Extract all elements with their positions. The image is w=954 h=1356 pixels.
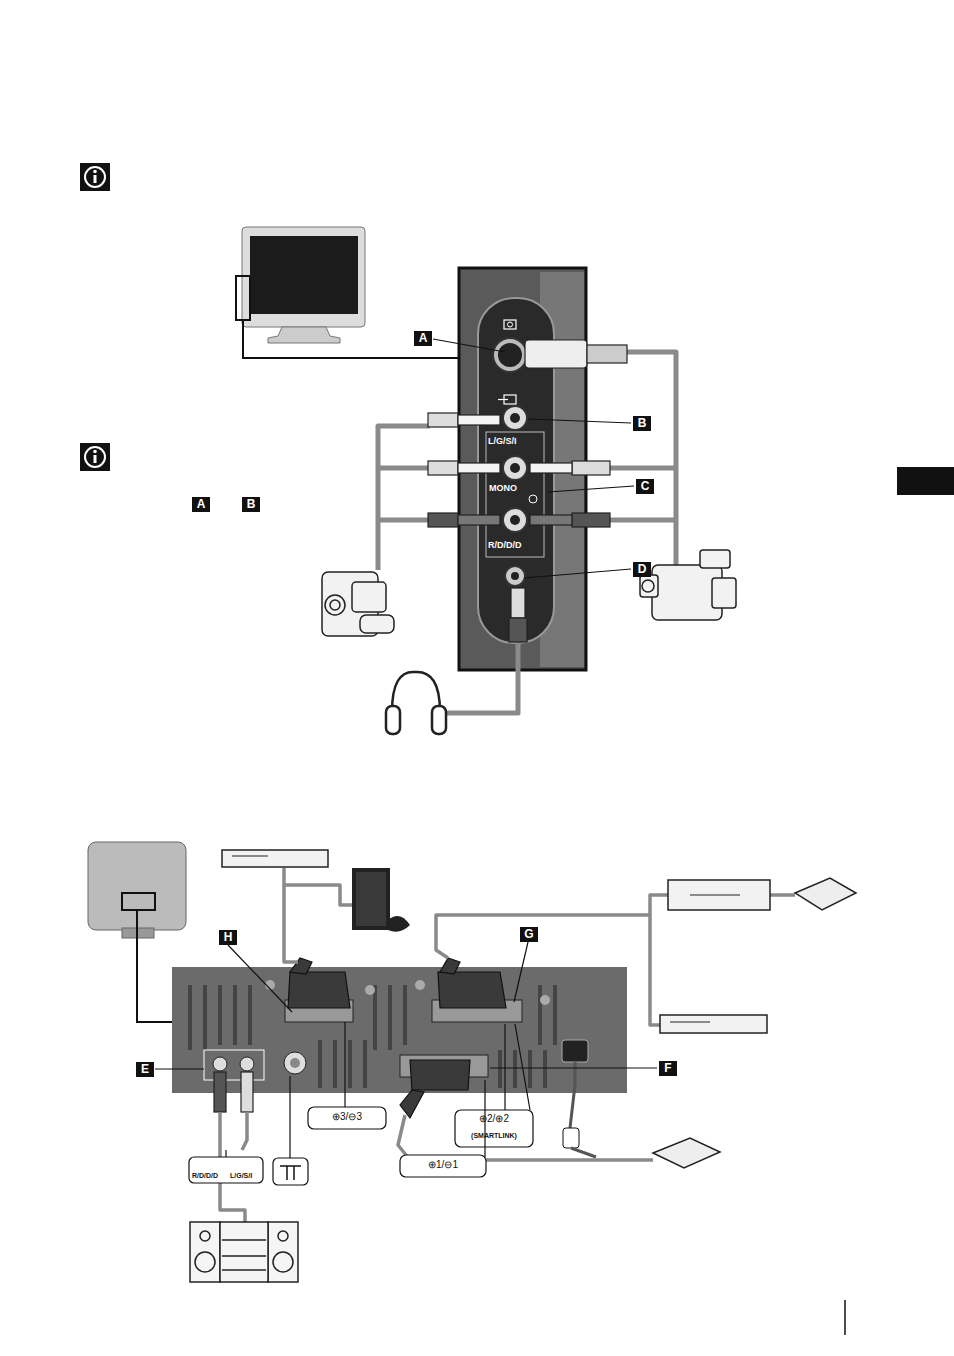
callout-letter: C xyxy=(636,479,654,494)
jack-label: L/G/S/I xyxy=(488,437,517,446)
dvd-player xyxy=(222,850,328,867)
callout-letter: G xyxy=(520,927,538,942)
section-tab xyxy=(897,467,954,495)
callout-letter: B xyxy=(633,416,651,431)
callout-letter: F xyxy=(659,1061,677,1076)
dvd-player xyxy=(660,1015,767,1033)
camcorder xyxy=(640,550,736,620)
vcr xyxy=(668,880,770,910)
audio-out-label: L/G/S/I xyxy=(230,1172,252,1179)
camcorder xyxy=(322,572,394,636)
rear-panel xyxy=(172,967,627,1093)
jack-label: R/D/D/D xyxy=(488,541,522,550)
callout-letter: E xyxy=(136,1062,154,1077)
headphones xyxy=(386,672,446,734)
info-icon xyxy=(80,163,110,191)
callout-letter: D xyxy=(633,562,651,577)
audio-out-label: R/D/D/D xyxy=(192,1172,218,1179)
decoder xyxy=(653,878,856,1168)
game-console xyxy=(352,868,410,932)
connector-tag: ⊕2/⊕2 xyxy=(479,1114,509,1124)
callout-letter: H xyxy=(219,930,237,945)
monitor xyxy=(236,227,365,343)
jack-label: MONO xyxy=(489,484,517,493)
callout-letter: A xyxy=(414,331,432,346)
callout-letter: A xyxy=(192,497,210,512)
connector-tag: ⊕1/⊖1 xyxy=(428,1160,458,1170)
callout-letter: B xyxy=(242,497,260,512)
hifi xyxy=(190,1222,298,1282)
info-icon xyxy=(80,443,110,471)
side-panel xyxy=(459,268,586,670)
connector-tag: ⊕3/⊖3 xyxy=(332,1112,362,1122)
connector-tag: (SMARTLINK) xyxy=(471,1132,517,1139)
